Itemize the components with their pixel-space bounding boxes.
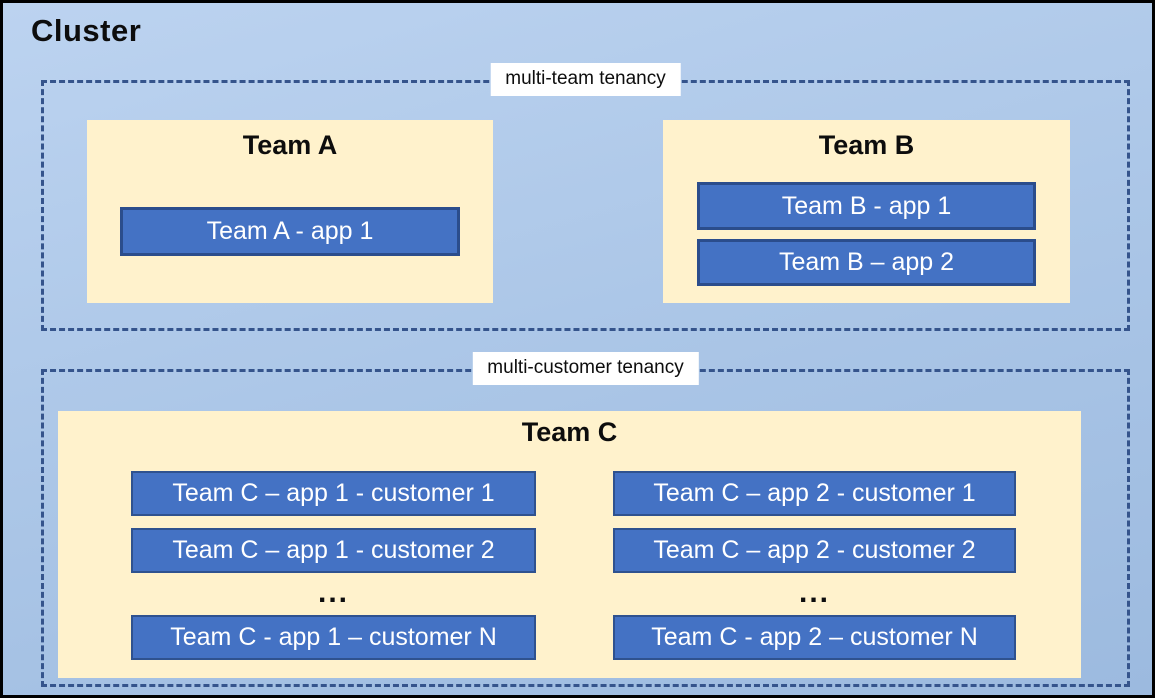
multi-team-tenancy-group: multi-team tenancy Team A Team A - app 1… — [41, 63, 1130, 331]
team-c-app2-customer1-box: Team C – app 2 - customer 1 — [613, 471, 1016, 516]
team-b-box: Team B Team B - app 1 Team B – app 2 — [663, 120, 1070, 303]
team-c-app2-ellipsis: ... — [798, 576, 830, 609]
team-c-app1-column: Team C – app 1 - customer 1 Team C – app… — [131, 471, 536, 661]
team-c-app2-customerN-label: Team C - app 2 – customer N — [651, 623, 978, 651]
team-a-app-1-box: Team A - app 1 — [120, 207, 460, 256]
team-c-title: Team C — [521, 417, 618, 447]
team-c-box: Team C Team C – app 1 - customer 1 Team … — [58, 411, 1081, 678]
team-c-app1-customer1-box: Team C – app 1 - customer 1 — [131, 471, 536, 516]
team-c-app2-customer1-label: Team C – app 2 - customer 1 — [653, 479, 976, 507]
team-c-app2-customerN-box: Team C - app 2 – customer N — [613, 615, 1016, 660]
team-b-title: Team B — [818, 130, 915, 160]
team-c-app2-customer2-label: Team C – app 2 - customer 2 — [653, 536, 976, 564]
team-a-title: Team A — [242, 130, 338, 160]
team-c-app1-customer1-label: Team C – app 1 - customer 1 — [172, 479, 495, 507]
team-a-app-1-label: Team A - app 1 — [206, 217, 374, 245]
team-a-box: Team A Team A - app 1 — [87, 120, 493, 303]
team-c-app1-customer2-box: Team C – app 1 - customer 2 — [131, 528, 536, 573]
team-c-app1-customerN-box: Team C - app 1 – customer N — [131, 615, 536, 660]
team-b-app-1-label: Team B - app 1 — [781, 191, 952, 220]
team-b-app-2-label: Team B – app 2 — [778, 248, 955, 276]
multi-team-tenancy-label: multi-team tenancy — [490, 63, 681, 96]
multi-customer-tenancy-group: multi-customer tenancy Team C Team C – a… — [41, 352, 1130, 687]
cluster-title: Cluster — [31, 13, 142, 48]
team-c-app1-customerN-label: Team C - app 1 – customer N — [170, 623, 497, 651]
team-b-app-1-box: Team B - app 1 — [697, 182, 1036, 230]
team-c-app1-ellipsis: ... — [317, 576, 349, 609]
multi-customer-tenancy-label: multi-customer tenancy — [472, 352, 699, 385]
team-c-app2-customer2-box: Team C – app 2 - customer 2 — [613, 528, 1016, 573]
team-c-app1-customer2-label: Team C – app 1 - customer 2 — [172, 536, 495, 564]
team-b-app-2-box: Team B – app 2 — [697, 239, 1036, 286]
team-c-app2-column: Team C – app 2 - customer 1 Team C – app… — [613, 471, 1016, 661]
